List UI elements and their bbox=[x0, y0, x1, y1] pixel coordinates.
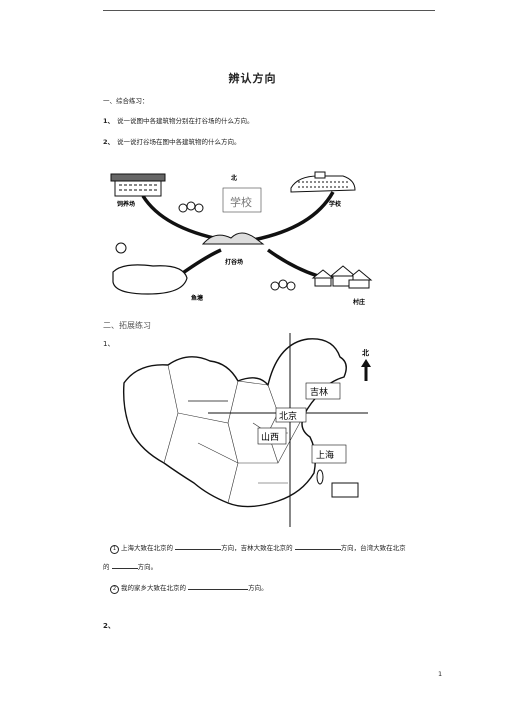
fill-1d: 的 bbox=[103, 563, 110, 571]
fill-1b: 方向，吉林大致在北京的 bbox=[221, 544, 293, 552]
circled-2: 2 bbox=[110, 585, 119, 594]
question-1: 1、说一说图中各建筑物分别在打谷场的什么方向。 bbox=[103, 115, 254, 125]
direction-diagram: 北 学校 饲养场 学校 打谷场 鱼塘 村庄 bbox=[110, 171, 373, 306]
blank-shanghai[interactable] bbox=[175, 542, 222, 550]
section-heading-1: 一、综合练习： bbox=[103, 97, 149, 105]
taiwan-hainan-inset bbox=[331, 482, 359, 498]
map-north-label: 北 bbox=[362, 348, 369, 357]
question-1-text: 说一说图中各建筑物分别在打谷场的什么方向。 bbox=[117, 117, 254, 125]
shanghai-label: 上海 bbox=[316, 449, 334, 461]
exercise-2-number: 2、 bbox=[103, 622, 115, 630]
village-label: 村庄 bbox=[352, 298, 365, 306]
question-2-text: 说一说打谷场在图中各建筑物的什么方向。 bbox=[117, 138, 241, 146]
exercise-1-number: 1、 bbox=[103, 340, 115, 348]
question-2-number: 2、 bbox=[103, 138, 115, 146]
fill-question-1-cont: 的 方向。 bbox=[103, 561, 157, 573]
threshing-ground bbox=[201, 232, 265, 245]
pond-label: 鱼塘 bbox=[191, 294, 203, 302]
trees bbox=[115, 201, 296, 291]
circled-1: 1 bbox=[110, 545, 119, 554]
page-title: 辨认方向 bbox=[228, 72, 277, 85]
school-big-label: 学校 bbox=[230, 195, 252, 209]
beijing-box bbox=[275, 407, 307, 423]
shanxi-label: 山西 bbox=[261, 432, 279, 443]
jilin-box bbox=[305, 382, 341, 400]
fill-1c: 方向，台湾大致在北京 bbox=[340, 544, 406, 552]
threshing-label: 打谷场 bbox=[225, 258, 243, 266]
jilin-label: 吉林 bbox=[310, 386, 328, 398]
china-map: 北 吉林 北京 山西 上海 bbox=[122, 333, 371, 527]
question-2: 2、说一说打谷场在图中各建筑物的什么方向。 bbox=[103, 136, 241, 146]
blank-taiwan[interactable] bbox=[111, 561, 138, 569]
page-number: 1 bbox=[438, 670, 443, 678]
fill-1e: 方向。 bbox=[137, 563, 158, 571]
header-rule bbox=[103, 10, 435, 11]
blank-jilin[interactable] bbox=[294, 542, 341, 550]
taiwan-island bbox=[316, 469, 324, 485]
fill-2b: 方向。 bbox=[248, 584, 268, 592]
blank-hometown[interactable] bbox=[188, 582, 249, 590]
section-heading-2: 二、拓展练习 bbox=[103, 321, 151, 330]
north-arrow bbox=[361, 359, 371, 381]
china-outline bbox=[122, 338, 347, 508]
pond bbox=[112, 264, 188, 295]
question-1-number: 1、 bbox=[103, 117, 115, 125]
fill-1a: 上海大致在北京的 bbox=[121, 544, 173, 552]
fill-2a: 我的家乡大致在北京的 bbox=[121, 584, 186, 592]
shanghai-box bbox=[311, 444, 347, 464]
feed-farm-building bbox=[110, 173, 166, 197]
village-houses bbox=[311, 265, 373, 289]
school-label-box bbox=[222, 187, 262, 213]
school-building bbox=[290, 171, 356, 193]
shanxi-box bbox=[257, 427, 287, 445]
feed-farm-label: 饲养场 bbox=[116, 200, 135, 208]
school-label: 学校 bbox=[329, 200, 342, 208]
north-label: 北 bbox=[231, 174, 237, 182]
beijing-label: 北京 bbox=[279, 410, 297, 422]
